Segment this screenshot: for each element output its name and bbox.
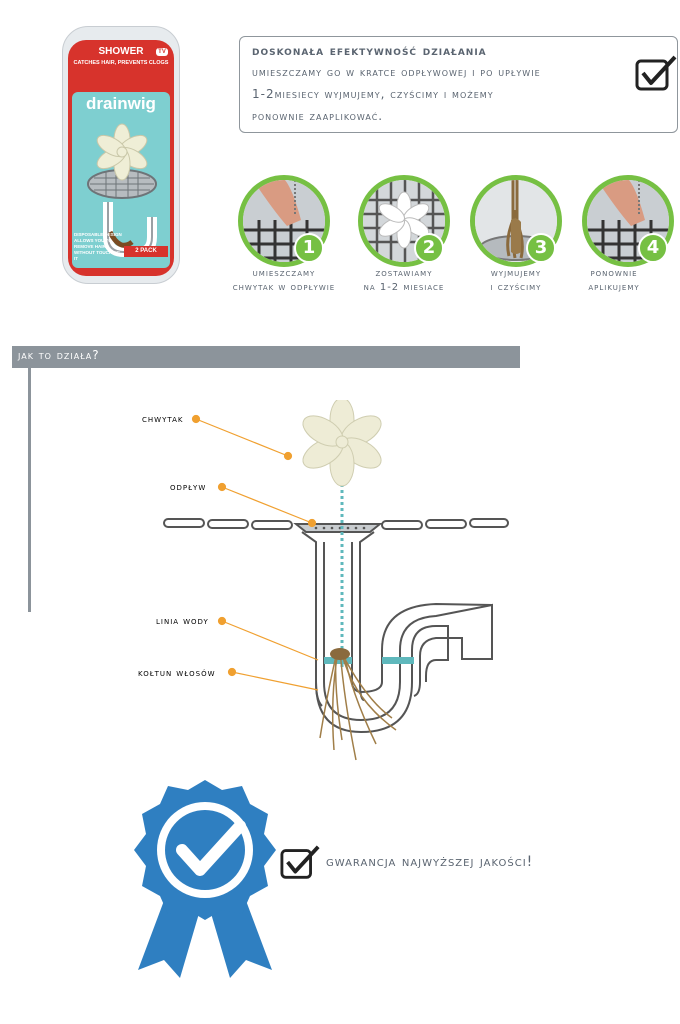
quality-rosette-icon	[134, 780, 276, 978]
info-box: doskonała efektywność działania umieszcz…	[239, 36, 678, 133]
product-package-image: SHOWER TV CATCHES HAIR, PREVENTS CLOGS	[62, 26, 180, 284]
step-2-photo	[358, 175, 450, 267]
drain-grate	[293, 523, 383, 533]
hair-clump	[319, 649, 397, 761]
package-pack-label: 2 PACK	[124, 246, 168, 257]
water-line-trap	[382, 657, 414, 664]
step-2-number: 2	[414, 233, 444, 263]
package-card: SHOWER TV CATCHES HAIR, PREVENTS CLOGS	[68, 40, 174, 276]
package-brand: drainwig	[86, 94, 156, 113]
package-line2: CATCHES HAIR, PREVENTS CLOGS	[73, 60, 169, 66]
package-panel	[72, 92, 170, 268]
how-it-works-title: jak to działa?	[18, 348, 100, 362]
step-1-label-line2: chwytak w odpływie	[232, 282, 336, 293]
how-it-works-banner	[12, 346, 520, 368]
step-3-label-line1: wyjmujemy	[490, 268, 542, 279]
info-line-2: 1-2miesiecy wyjmujemy, czyścimy i możemy	[252, 87, 494, 101]
step-4-label-line1: ponownie	[590, 268, 638, 279]
step-3-label-line2: i czyścimy	[490, 282, 542, 293]
callout-hair-clump: kołtun włosów	[138, 668, 216, 679]
info-title: doskonała efektywność działania	[252, 43, 487, 59]
hair-knot	[330, 648, 350, 660]
drain-pipe	[301, 531, 493, 734]
step-4-label-line2: aplikujemy	[588, 282, 640, 293]
flower-in-drain-icon	[363, 180, 445, 262]
step-1-number: 1	[294, 233, 324, 263]
step-4-label: ponownie aplikujemy	[546, 267, 680, 295]
section-vertical-rule	[28, 368, 31, 612]
drain-diagram: chwytak odpływ linia wody kołtun włosów	[138, 400, 509, 761]
hand-placing-icon	[243, 180, 325, 262]
step-1-photo	[238, 175, 330, 267]
step-3-number: 3	[526, 233, 556, 263]
package-tv-badge: TV	[156, 48, 168, 56]
step-2-label-line1: zostawiamy	[375, 268, 433, 279]
step-1-label: umieszczamy chwytak w odpływie	[216, 267, 352, 295]
package-line1: SHOWER	[98, 46, 144, 57]
package-small-text: DISPOSABLE DESIGN ALLOWS YOU TO REMOVE H…	[74, 232, 122, 261]
info-line-1: umieszczamy go w kratce odpływowej i po …	[252, 65, 541, 79]
floor-tiles	[163, 518, 509, 530]
info-line-3: ponownie zaaplikować.	[252, 109, 384, 123]
callout-water-line: linia wody	[156, 616, 209, 627]
step-4-number: 4	[638, 233, 668, 263]
callout-catcher: chwytak	[142, 414, 183, 425]
checkbox-check-icon	[280, 845, 320, 879]
step-2-label: zostawiamy na 1-2 miesiace	[336, 267, 472, 295]
step-2-label-line2: na 1-2 miesiace	[363, 282, 445, 293]
callout-drain: odpływ	[170, 482, 206, 493]
flower-catcher	[302, 400, 382, 487]
step-3-label: wyjmujemy i czyścimy	[448, 267, 584, 295]
step-1-label-line1: umieszczamy	[252, 268, 316, 279]
water-line	[324, 657, 352, 664]
checkbox-check-icon	[635, 55, 677, 91]
guarantee-text: gwarancja najwyższej jakości!	[326, 854, 534, 870]
